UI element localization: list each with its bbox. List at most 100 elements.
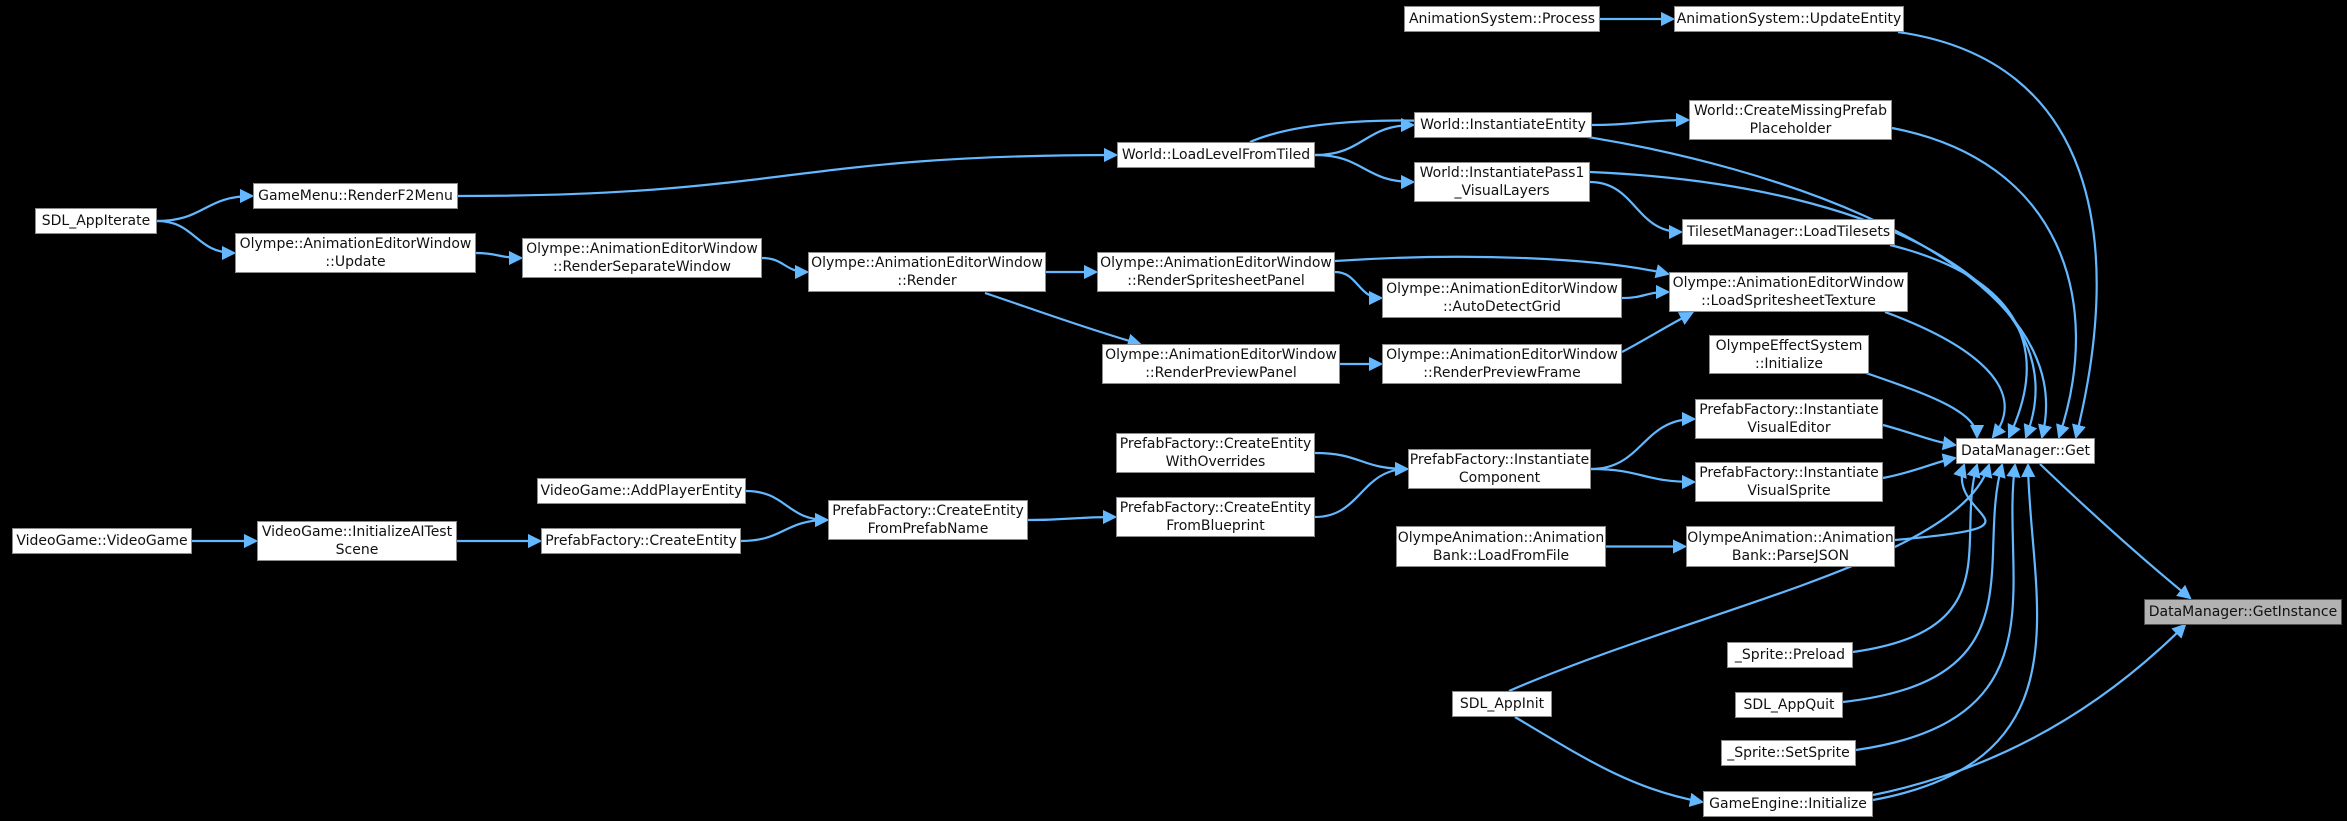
graph-node-sdl_appiterate[interactable]: SDL_AppIterate: [35, 208, 157, 234]
graph-node-label: _Sprite::SetSprite: [1727, 745, 1850, 761]
graph-node-aew_renderspritesheet[interactable]: Olympe::AnimationEditorWindow::RenderSpr…: [1097, 252, 1335, 292]
graph-node-datamanager_get[interactable]: DataManager::Get: [1956, 438, 2095, 464]
call-edge-effectsys_initialize-to-datamanager_get: [1865, 371, 1985, 440]
graph-node-world_instantiateentity[interactable]: World::InstantiateEntity: [1414, 112, 1592, 138]
call-edge-aew_render-to-aew_renderpreviewpanel: [984, 291, 1143, 348]
graph-node-gamemenu_renderf2menu[interactable]: GameMenu::RenderF2Menu: [253, 183, 458, 209]
call-edge-aew_autodetect-to-aew_loadspritesheettex: [1621, 284, 1671, 300]
graph-node-label: SDL_AppInit: [1459, 696, 1545, 712]
call-edge-aew_renderpreviewframe-to-aew_loadspritesheettex: [1621, 312, 1694, 353]
call-edge-gameengine_initialize-to-datamanager_getinstance: [1872, 623, 2187, 797]
call-edge-aew_renderspritesheet-to-aew_loadspritesheettex: [1334, 255, 1671, 279]
graph-node-label: PrefabFactory::CreateEntity: [1119, 500, 1312, 516]
graph-node-label: PrefabFactory::CreateEntity: [545, 533, 737, 549]
call-edge-gamemenu_renderf2menu-to-world_loadlevel: [457, 147, 1119, 198]
graph-node-label: Olympe::AnimationEditorWindow: [811, 255, 1043, 271]
graph-node-label: Olympe::AnimationEditorWindow: [1386, 281, 1618, 297]
graph-node-world_instantiatepass1[interactable]: World::InstantiatePass1_VisualLayers: [1414, 162, 1590, 202]
graph-node-label: Olympe::AnimationEditorWindow: [1100, 255, 1332, 271]
call-edge-world_instantiateentity-to-world_createmissing: [1591, 112, 1691, 128]
graph-node-label: Bank::ParseJSON: [1731, 547, 1850, 564]
graph-node-label: PrefabFactory::CreateEntity: [832, 503, 1024, 519]
graph-node-datamanager_getinstance[interactable]: DataManager::GetInstance: [2144, 599, 2342, 625]
graph-node-aew_renderpreviewpanel[interactable]: Olympe::AnimationEditorWindow::RenderPre…: [1102, 344, 1340, 384]
graph-node-label: FromPrefabName: [867, 521, 989, 537]
graph-node-aew_render[interactable]: Olympe::AnimationEditorWindow::Render: [808, 252, 1046, 292]
call-edge-sdl_appquit-to-datamanager_get: [1842, 462, 2006, 704]
graph-node-sdl_appquit[interactable]: SDL_AppQuit: [1735, 692, 1843, 718]
graph-node-label: AnimationSystem::UpdateEntity: [1676, 11, 1902, 27]
graph-node-label: ::RenderPreviewPanel: [1145, 365, 1297, 381]
graph-node-sprite_preload[interactable]: _Sprite::Preload: [1727, 642, 1853, 668]
graph-node-effectsys_initialize[interactable]: OlympeEffectSystem::Initialize: [1709, 335, 1869, 374]
graph-node-anim_process[interactable]: AnimationSystem::Process: [1404, 6, 1600, 32]
graph-node-aew_update[interactable]: Olympe::AnimationEditorWindow::Update: [235, 233, 476, 273]
call-edge-sdl_appinit-to-datamanager_get: [1508, 462, 1993, 693]
call-edge-world_instantiatepass1-to-tileset_loadtilesets: [1589, 180, 1684, 240]
graph-node-label: TilesetManager::LoadTilesets: [1686, 224, 1891, 240]
graph-node-label: Olympe::AnimationEditorWindow: [239, 236, 472, 252]
graph-node-label: Olympe::AnimationEditorWindow: [1672, 275, 1905, 291]
graph-node-label: Scene: [335, 542, 379, 558]
graph-node-label: ::AutoDetectGrid: [1442, 299, 1561, 315]
graph-node-label: GameEngine::Initialize: [1709, 796, 1867, 812]
graph-node-tileset_loadtilesets[interactable]: TilesetManager::LoadTilesets: [1682, 219, 1895, 245]
graph-node-label: PrefabFactory::Instantiate: [1699, 402, 1879, 418]
graph-node-label: DataManager::GetInstance: [2148, 604, 2338, 620]
graph-node-label: ::RenderSeparateWindow: [553, 259, 731, 275]
graph-node-label: ::RenderPreviewFrame: [1423, 365, 1581, 381]
graph-node-prefab_createentity[interactable]: PrefabFactory::CreateEntity: [541, 528, 741, 554]
call-edge-world_instantiatepass1-to-datamanager_get: [1589, 170, 2038, 439]
graph-node-anim_updateentity[interactable]: AnimationSystem::UpdateEntity: [1674, 6, 1904, 32]
graph-node-videogame_videogame[interactable]: VideoGame::VideoGame: [12, 528, 192, 554]
call-edge-aew_renderseparate-to-aew_render: [761, 256, 810, 280]
graph-node-aew_renderpreviewframe[interactable]: Olympe::AnimationEditorWindow::RenderPre…: [1382, 344, 1622, 384]
graph-node-gameengine_initialize[interactable]: GameEngine::Initialize: [1703, 791, 1873, 817]
graph-node-label: SDL_AppIterate: [41, 213, 151, 229]
call-edge-aew_loadspritesheettex-to-datamanager_get: [1884, 310, 2007, 439]
graph-node-aew_loadspritesheettex[interactable]: Olympe::AnimationEditorWindow::LoadSprit…: [1669, 272, 1908, 312]
graph-node-world_loadlevel[interactable]: World::LoadLevelFromTiled: [1117, 142, 1315, 168]
graph-node-label: Bank::LoadFromFile: [1432, 547, 1570, 564]
graph-node-label: OlympeAnimation::Animation: [1687, 529, 1894, 546]
graph-node-label: World::InstantiatePass1: [1419, 165, 1585, 181]
graph-node-label: Olympe::AnimationEditorWindow: [1105, 347, 1337, 363]
call-edge-sdl_appiterate-to-aew_update: [156, 219, 237, 261]
graph-node-label: Component: [1458, 470, 1541, 486]
call-edge-prefab_instcomponent-to-prefab_instvisualeditor: [1590, 411, 1697, 471]
call-edge-aew_renderspritesheet-to-aew_autodetect: [1334, 270, 1384, 306]
graph-node-label: ::Initialize: [1754, 355, 1824, 372]
graph-node-label: VideoGame::AddPlayerEntity: [540, 483, 743, 499]
graph-node-label: World::InstantiateEntity: [1420, 117, 1586, 133]
graph-node-label: PrefabFactory::Instantiate: [1409, 452, 1590, 468]
graph-node-aew_renderseparate[interactable]: Olympe::AnimationEditorWindow::RenderSep…: [522, 238, 762, 278]
graph-node-label: VideoGame::VideoGame: [16, 533, 188, 549]
graph-node-sdl_appinit[interactable]: SDL_AppInit: [1452, 691, 1552, 717]
call-edge-anim_updateentity-to-datamanager_get: [1897, 30, 2098, 440]
call-edge-gameengine_initialize-to-datamanager_get: [1872, 462, 2039, 802]
graph-node-label: ::Render: [897, 273, 957, 289]
graph-node-label: PrefabFactory::CreateEntity: [1119, 436, 1312, 452]
call-edge-world_loadlevel-to-world_instantiateentity: [1314, 117, 1416, 157]
call-edge-prefab_cewithoverrides-to-prefab_instcomponent: [1314, 451, 1410, 477]
graph-node-label: ::LoadSpritesheetTexture: [1701, 293, 1876, 309]
call-edge-prefab_instvisualsprite-to-datamanager_get: [1882, 453, 1958, 480]
graph-node-label: ::Update: [325, 254, 386, 270]
graph-node-label: DataManager::Get: [1961, 443, 2090, 459]
graph-node-sprite_setsprite[interactable]: _Sprite::SetSprite: [1721, 740, 1856, 766]
call-edge-world_loadlevel-to-world_instantiatepass1: [1314, 153, 1416, 190]
graph-node-aew_autodetect[interactable]: Olympe::AnimationEditorWindow::AutoDetec…: [1382, 278, 1622, 318]
graph-node-label: WithOverrides: [1165, 454, 1266, 470]
graph-node-videogame_addplayer[interactable]: VideoGame::AddPlayerEntity: [537, 478, 746, 504]
graph-node-label: VisualEditor: [1747, 420, 1831, 436]
